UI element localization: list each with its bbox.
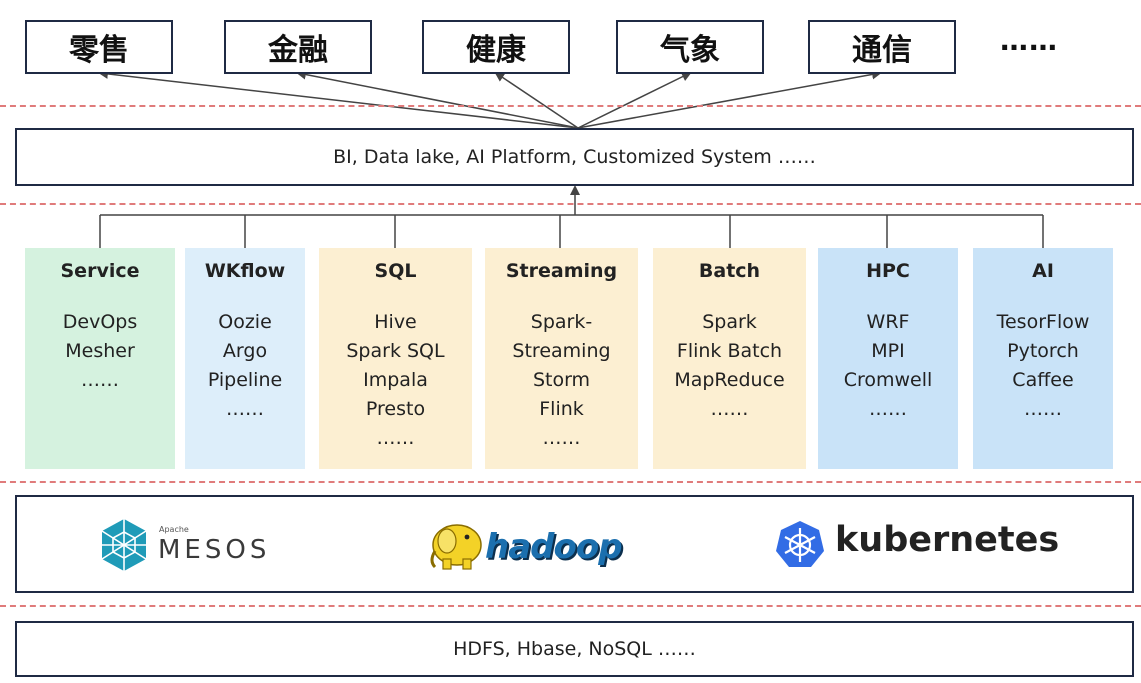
industry-label: 健康 <box>466 33 526 68</box>
column-item: Flink <box>539 398 584 420</box>
column-item: Spark- <box>530 311 593 333</box>
arrow-to-industry-3 <box>494 71 579 129</box>
column-item: Mesher <box>65 340 135 362</box>
arrow-to-industry-1 <box>98 68 579 129</box>
column-item: TesorFlow <box>996 311 1090 333</box>
industries-more: …… <box>1000 24 1058 57</box>
column-title: Streaming <box>505 260 618 282</box>
column-item: MPI <box>871 340 905 362</box>
industry-retail: 零售 <box>25 20 173 74</box>
kubernetes-logo: kubernetes <box>775 519 1075 571</box>
column-item: WRF <box>866 311 910 333</box>
kubernetes-name: kubernetes <box>835 520 1060 560</box>
column-title: AI <box>1032 260 1054 282</box>
industry-arrows <box>98 68 882 129</box>
column-item: …… <box>710 398 749 420</box>
column-title: HPC <box>866 260 910 282</box>
column-item: Presto <box>365 398 426 420</box>
platform-box: BI, Data lake, AI Platform, Customized S… <box>15 128 1134 186</box>
industry-label: 金融 <box>268 33 328 68</box>
separator-1 <box>0 105 1141 107</box>
storage-label: HDFS, Hbase, NoSQL …… <box>453 638 696 660</box>
column-title: WKflow <box>204 260 286 282</box>
arrow-to-industry-2 <box>296 69 579 129</box>
industry-label: 通信 <box>852 33 912 68</box>
column-item: DevOps <box>62 311 138 333</box>
column-item: Pipeline <box>207 369 283 391</box>
storage-box: HDFS, Hbase, NoSQL …… <box>15 621 1134 677</box>
column-item: Impala <box>363 369 428 391</box>
column-item: …… <box>226 398 264 420</box>
column-item: Cromwell <box>843 369 933 391</box>
separator-4 <box>0 605 1141 607</box>
mesos-logo: Apache MESOS <box>99 517 269 573</box>
column-hpc: HPC WRF MPI Cromwell …… <box>818 248 958 469</box>
elephant-icon <box>430 524 482 570</box>
mesos-apache: Apache <box>159 525 189 534</box>
column-item: Caffee <box>1012 369 1074 391</box>
column-item: MapReduce <box>674 369 785 391</box>
column-item: …… <box>869 398 907 420</box>
column-item: Storm <box>532 369 591 391</box>
separator-3 <box>0 481 1141 483</box>
column-item: Hive <box>374 311 417 333</box>
mesos-icon <box>101 519 147 571</box>
arrow-to-industry-5 <box>577 69 882 129</box>
industry-label: 零售 <box>69 33 129 68</box>
column-item: Pytorch <box>1007 340 1079 362</box>
column-item: Oozie <box>218 311 272 333</box>
column-item: …… <box>376 427 415 449</box>
column-item: Flink Batch <box>676 340 783 362</box>
industry-finance: 金融 <box>224 20 372 74</box>
industry-weather: 气象 <box>616 20 764 74</box>
column-item: Spark <box>702 311 757 333</box>
column-item: …… <box>542 427 581 449</box>
column-tree <box>99 185 1044 248</box>
industry-label: 气象 <box>660 33 720 68</box>
column-item: …… <box>81 369 119 391</box>
column-title: Service <box>60 260 140 282</box>
column-item: Streaming <box>512 340 611 362</box>
column-item: Spark SQL <box>346 340 445 362</box>
column-title: Batch <box>698 260 761 282</box>
industry-telecom: 通信 <box>808 20 956 74</box>
arrow-to-industry-4 <box>577 72 692 129</box>
industry-health: 健康 <box>422 20 570 74</box>
platform-label: BI, Data lake, AI Platform, Customized S… <box>333 146 816 168</box>
kubernetes-helm-icon <box>776 521 824 567</box>
mesos-name: MESOS <box>158 535 271 565</box>
column-item: …… <box>1024 398 1062 420</box>
separator-2 <box>0 203 1141 205</box>
column-item: Argo <box>222 340 268 362</box>
hadoop-name: hadoop <box>485 527 623 567</box>
hadoop-logo: hadoop <box>427 517 637 575</box>
resource-manager-box: Apache MESOS hadoop kubernetes <box>15 495 1134 593</box>
column-title: SQL <box>374 260 417 282</box>
